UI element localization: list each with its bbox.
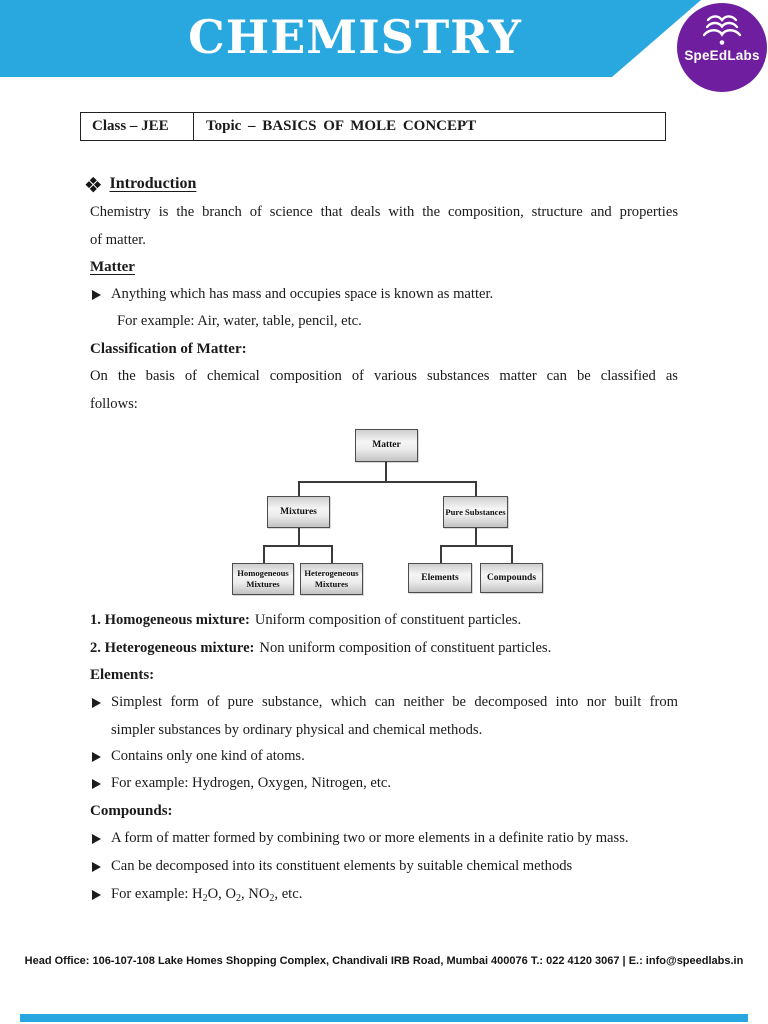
diagram-connector	[440, 545, 442, 563]
diagram-connector	[511, 545, 513, 563]
diagram-node-matter: Matter	[355, 429, 418, 462]
brand-logo: SpeEdLabs	[677, 3, 767, 92]
bullet-text: Can be decomposed into its constituent e…	[111, 858, 573, 874]
paragraph-line: of matter.	[90, 231, 146, 248]
footer-accent-bar	[20, 1014, 748, 1022]
diamond-bullet-icon	[85, 176, 101, 192]
classification-paragraph: On the basis of chemical composition of …	[90, 363, 678, 418]
arrow-bullet-icon	[92, 290, 101, 300]
elements-bullet-item: Simplest form of pure substance, which c…	[90, 689, 678, 744]
bullet-text: Anything which has mass and occupies spa…	[111, 286, 494, 302]
diagram-connector	[263, 545, 265, 563]
paragraph-line: Chemistry is the branch of science that …	[90, 204, 678, 220]
compounds-bullet-item: For example: H2O, O2, NO2, etc.	[90, 881, 678, 909]
matter-heading: Matter	[90, 259, 135, 275]
arrow-bullet-icon	[92, 890, 101, 900]
bullet-text: Simplest form of pure substance, which c…	[111, 689, 678, 744]
point-text: Non uniform composition of constituent p…	[259, 640, 552, 656]
compounds-bullet-item: A form of matter formed by combining two…	[90, 825, 678, 853]
diagram-connector	[298, 528, 300, 545]
diagram-connector	[475, 528, 477, 545]
diagram-node-heterogeneous-mixtures: Heterogeneous Mixtures	[300, 563, 363, 595]
arrow-bullet-icon	[92, 698, 101, 708]
diagram-connector	[263, 545, 333, 547]
diagram-node-mixtures: Mixtures	[267, 496, 330, 528]
brand-name: SpeEdLabs	[684, 48, 760, 63]
diagram-node-compounds: Compounds	[480, 563, 543, 593]
bullet-line: simpler substances by ordinary physical …	[111, 721, 483, 738]
bullet-text: For example: Hydrogen, Oxygen, Nitrogen,…	[111, 775, 392, 791]
elements-bullet-item: For example: Hydrogen, Oxygen, Nitrogen,…	[90, 770, 678, 798]
page-title: CHEMISTRY	[188, 10, 522, 64]
intro-heading: Introduction	[85, 170, 678, 198]
matter-bullet-item: Anything which has mass and occupies spa…	[90, 281, 678, 309]
doc-info-table: Class – JEE Topic – BASICS OF MOLE CONCE…	[80, 112, 666, 141]
diagram-node-elements: Elements	[408, 563, 472, 593]
diagram-connector	[385, 462, 387, 481]
arrow-bullet-icon	[92, 779, 101, 789]
point-label: 2. Heterogeneous mixture:	[90, 640, 255, 656]
bullet-text: A form of matter formed by combining two…	[111, 830, 629, 846]
bullet-text: For example: H2O, O2, NO2, etc.	[111, 886, 303, 904]
diagram-connector	[440, 545, 512, 547]
bullet-line: Simplest form of pure substance, which c…	[111, 694, 678, 710]
diagram-node-pure-substances: Pure Substances	[443, 496, 508, 528]
paragraph-line: follows:	[90, 395, 138, 412]
diagram-connector	[331, 545, 333, 563]
footer-note: Head Office: 106-107-108 Lake Homes Shop…	[24, 955, 744, 967]
diagram-connector	[298, 481, 300, 496]
elements-heading: Elements:	[90, 667, 155, 683]
point-label: 1. Homogeneous mixture:	[90, 612, 250, 628]
intro-paragraph: Chemistry is the branch of science that …	[90, 199, 678, 254]
compounds-heading: Compounds:	[90, 803, 173, 819]
book-icon	[702, 15, 742, 45]
elements-bullet-item: Contains only one kind of atoms.	[90, 743, 678, 771]
compounds-bullet-item: Can be decomposed into its constituent e…	[90, 853, 678, 881]
topic-cell: Topic – BASICS OF MOLE CONCEPT	[206, 118, 477, 134]
header-banner: CHEMISTRY	[0, 0, 701, 77]
bullet-text: Contains only one kind of atoms.	[111, 748, 305, 764]
diagram-node-homogeneous-mixtures: Homogeneous Mixtures	[232, 563, 294, 595]
diagram-connector	[475, 481, 477, 496]
diagram-connector	[298, 481, 476, 483]
point-heterogeneous: 2. Heterogeneous mixture:Non uniform com…	[90, 635, 678, 663]
arrow-bullet-icon	[92, 752, 101, 762]
matter-classification-diagram: Matter Mixtures Pure Substances Homogene…	[0, 429, 768, 601]
paragraph-line: On the basis of chemical composition of …	[90, 368, 678, 384]
intro-heading-label: Introduction	[109, 174, 197, 192]
point-homogeneous: 1. Homogeneous mixture:Uniform compositi…	[90, 607, 678, 635]
arrow-bullet-icon	[92, 834, 101, 844]
point-text: Uniform composition of constituent parti…	[254, 612, 522, 628]
classification-heading: Classification of Matter:	[90, 341, 247, 357]
class-cell: Class – JEE	[81, 113, 194, 140]
matter-example-line: For example: Air, water, table, pencil, …	[117, 313, 362, 329]
arrow-bullet-icon	[92, 862, 101, 872]
